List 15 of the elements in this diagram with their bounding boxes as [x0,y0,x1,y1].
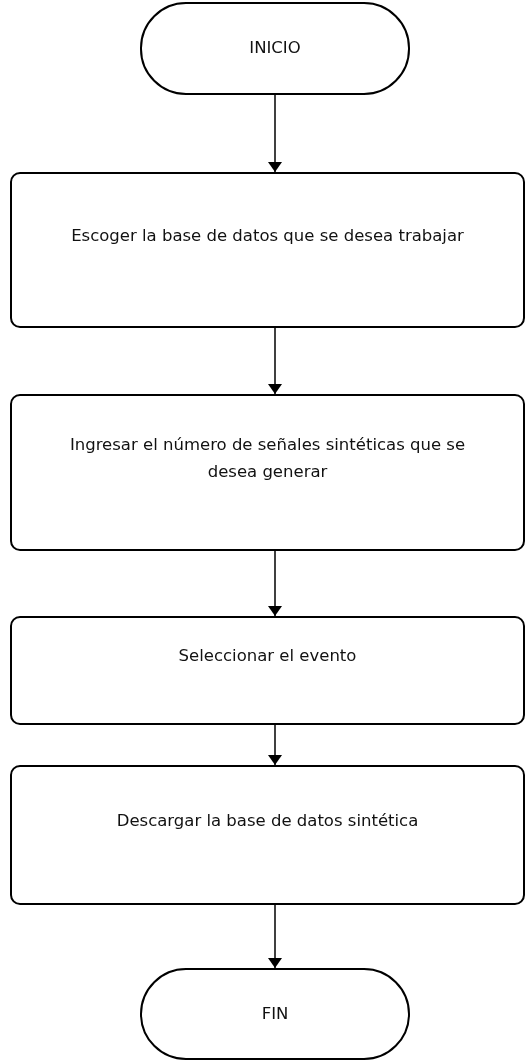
arrow [268,550,282,617]
step-text: Ingresar el número de señales sintéticas que se desea generar [68,434,467,483]
step-text: FIN [261,1002,289,1025]
step-text: Descargar la base de datos sintética [116,809,419,832]
step-text: Escoger la base de datos que se desea trabajar [71,224,464,247]
step-text: Seleccionar el evento [178,645,357,668]
step-text: INICIO [249,37,301,60]
arrow [268,94,282,173]
arrow [268,327,282,395]
process-box [10,765,525,905]
process-box [10,616,525,725]
process-box [10,394,525,551]
arrow [268,904,282,969]
process-box [10,172,525,328]
arrow [268,724,282,766]
